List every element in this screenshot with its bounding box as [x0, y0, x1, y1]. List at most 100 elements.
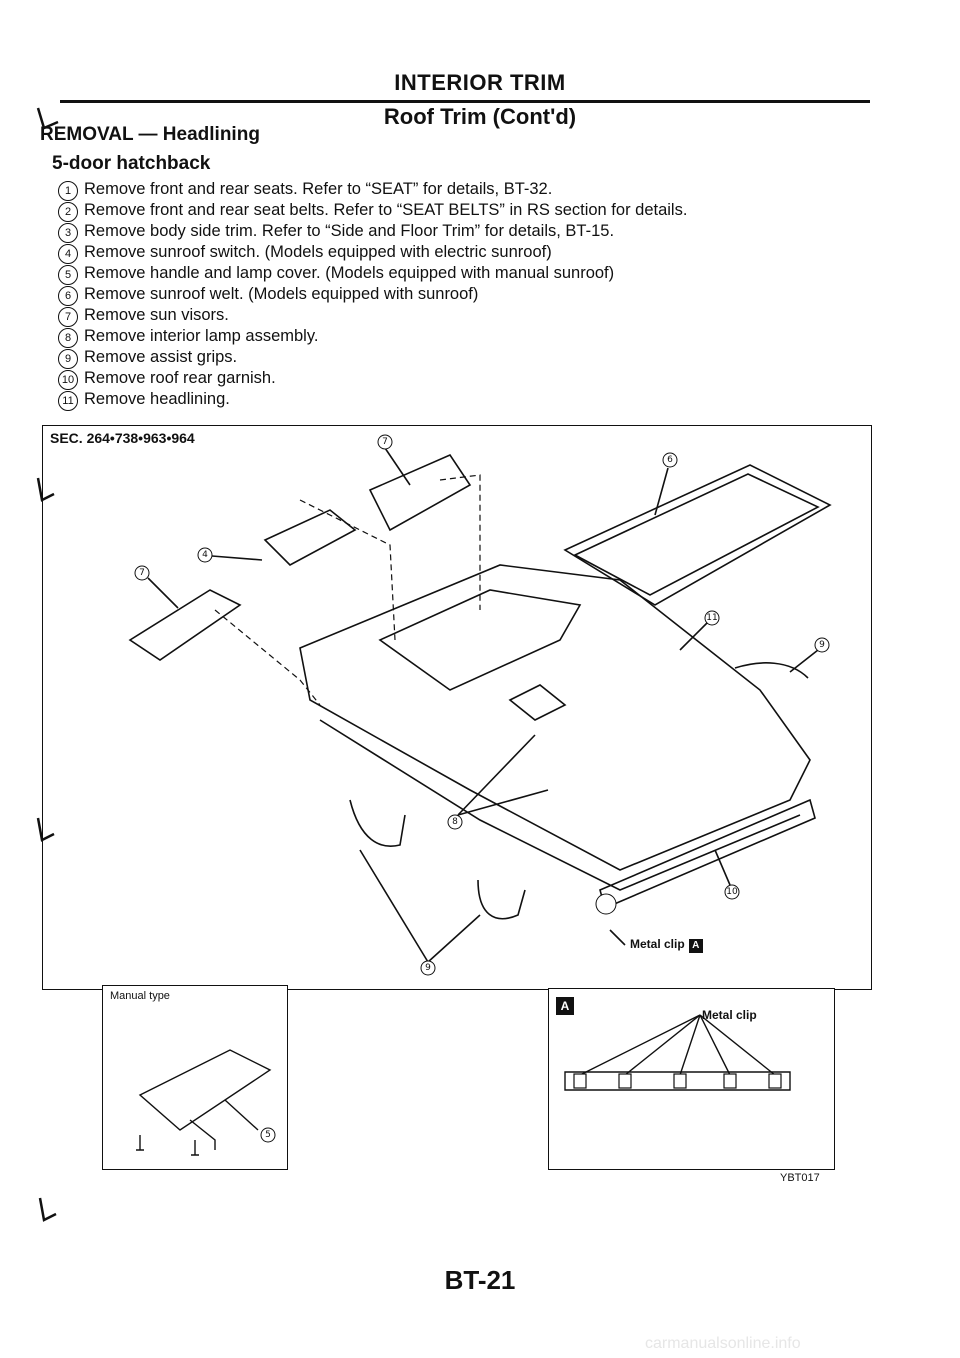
- assist-grip-rear: [477, 879, 526, 920]
- step-text: Remove front and rear seats. Refer to “S…: [84, 180, 553, 198]
- step-text: Remove headlining.: [84, 390, 230, 408]
- step-text: Remove sun visors.: [84, 306, 229, 324]
- callout-5: 5: [265, 1130, 271, 1140]
- section-title: INTERIOR TRIM: [394, 70, 566, 95]
- sunroof-opening: [378, 589, 582, 691]
- step-text: Remove front and rear seat belts. Refer …: [84, 201, 688, 219]
- callout-5-circle: [260, 1127, 276, 1143]
- callout-6: 6: [667, 455, 673, 465]
- step-number: 10: [58, 370, 78, 390]
- removal-steps: 1 Remove front and rear seats. Refer to “…: [58, 180, 687, 411]
- watermark: carmanualsonline.info: [645, 1335, 801, 1352]
- step-item: 10 Remove roof rear garnish.: [58, 369, 687, 390]
- sunroof-welt: [563, 464, 832, 606]
- dashed-guide: [439, 474, 481, 610]
- metal-clip-label: Metal clip: [630, 937, 685, 951]
- metal-clip: [618, 1073, 632, 1089]
- callout-4: 4: [202, 550, 208, 560]
- margin-mark: [36, 477, 55, 502]
- figure-code: YBT017: [780, 1172, 820, 1184]
- body-type-heading: 5-door hatchback: [52, 153, 211, 174]
- metal-clip: [768, 1073, 782, 1089]
- step-number: 4: [58, 244, 78, 264]
- section-reference: SEC. 264•738•963•964: [50, 430, 195, 446]
- callout-7a-circle: [377, 434, 393, 450]
- step-item: 5 Remove handle and lamp cover. (Models e…: [58, 264, 687, 285]
- step-text: Remove handle and lamp cover. (Models eq…: [84, 264, 615, 282]
- sunroof-switch: [263, 509, 357, 566]
- interior-lamp: [508, 684, 567, 721]
- detail-letter-badge: A: [688, 939, 703, 953]
- leader-line: [714, 849, 731, 886]
- step-item: 11 Remove headlining.: [58, 390, 687, 411]
- sun-visor-left: [128, 589, 242, 661]
- callout-10-circle: [724, 884, 740, 900]
- leader-line: [224, 1099, 259, 1131]
- clip-leader: [679, 1014, 701, 1076]
- garnish-strip: [564, 1071, 791, 1091]
- margin-mark: [36, 817, 55, 842]
- clip-leader: [699, 1014, 776, 1076]
- step-item: 8 Remove interior lamp assembly.: [58, 327, 687, 348]
- subsection-title: Roof Trim (Cont'd): [383, 104, 577, 129]
- step-number: 5: [58, 265, 78, 285]
- leader-line: [147, 577, 179, 609]
- leader-line: [654, 467, 669, 516]
- detail-metal-clip-label: Metal clip: [702, 1008, 757, 1022]
- detail-a-badge: A: [556, 997, 574, 1015]
- step-text: Remove roof rear garnish.: [84, 369, 276, 387]
- step-number: 11: [58, 391, 78, 411]
- metal-clip-circle: [595, 893, 617, 915]
- screw: [191, 1140, 199, 1156]
- title-rule: [60, 100, 870, 103]
- leader-line: [457, 789, 549, 816]
- metal-clip-detail: [548, 988, 835, 1170]
- step-item: 3 Remove body side trim. Refer to “Side a…: [58, 222, 687, 243]
- step-text: Remove assist grips.: [84, 348, 238, 366]
- callout-9a: 9: [819, 640, 825, 650]
- step-number: 8: [58, 328, 78, 348]
- callout-8: 8: [452, 817, 458, 827]
- removal-heading: REMOVAL — Headlining: [40, 124, 260, 145]
- manual-handle: [189, 1119, 216, 1150]
- step-number: 6: [58, 286, 78, 306]
- callout-9a-circle: [814, 637, 830, 653]
- step-number: 1: [58, 181, 78, 201]
- callout-7b-circle: [134, 565, 150, 581]
- leader-line: [609, 929, 626, 946]
- manual-type-label: Manual type: [110, 990, 170, 1002]
- step-item: 2 Remove front and rear seat belts. Refer…: [58, 201, 687, 222]
- headlining-panel: [299, 564, 811, 871]
- step-number: 3: [58, 223, 78, 243]
- exploded-diagram-frame: [42, 425, 872, 990]
- manual-type-inset: [102, 985, 288, 1170]
- leader-line: [211, 555, 263, 561]
- step-number: 7: [58, 307, 78, 327]
- metal-clip: [673, 1073, 687, 1089]
- step-text: Remove body side trim. Refer to “Side an…: [84, 222, 615, 240]
- step-text: Remove interior lamp assembly.: [84, 327, 319, 345]
- callout-6-circle: [662, 452, 678, 468]
- clip-leader: [699, 1014, 731, 1076]
- leader-line: [384, 447, 411, 486]
- leader-line: [679, 621, 709, 651]
- callout-7b: 7: [139, 568, 145, 578]
- margin-mark: [38, 1197, 57, 1222]
- assist-grip-front: [349, 799, 406, 847]
- clip-leader: [624, 1014, 701, 1076]
- dashed-guide: [299, 499, 396, 641]
- leader-line: [359, 849, 429, 963]
- dashed-guide: [214, 609, 321, 706]
- margin-mark: [36, 107, 59, 130]
- manual-lamp-cover: [138, 1049, 272, 1131]
- sun-visor-right: [368, 453, 472, 532]
- step-number: 2: [58, 202, 78, 222]
- step-item: 1 Remove front and rear seats. Refer to “…: [58, 180, 687, 201]
- callout-11-circle: [704, 610, 720, 626]
